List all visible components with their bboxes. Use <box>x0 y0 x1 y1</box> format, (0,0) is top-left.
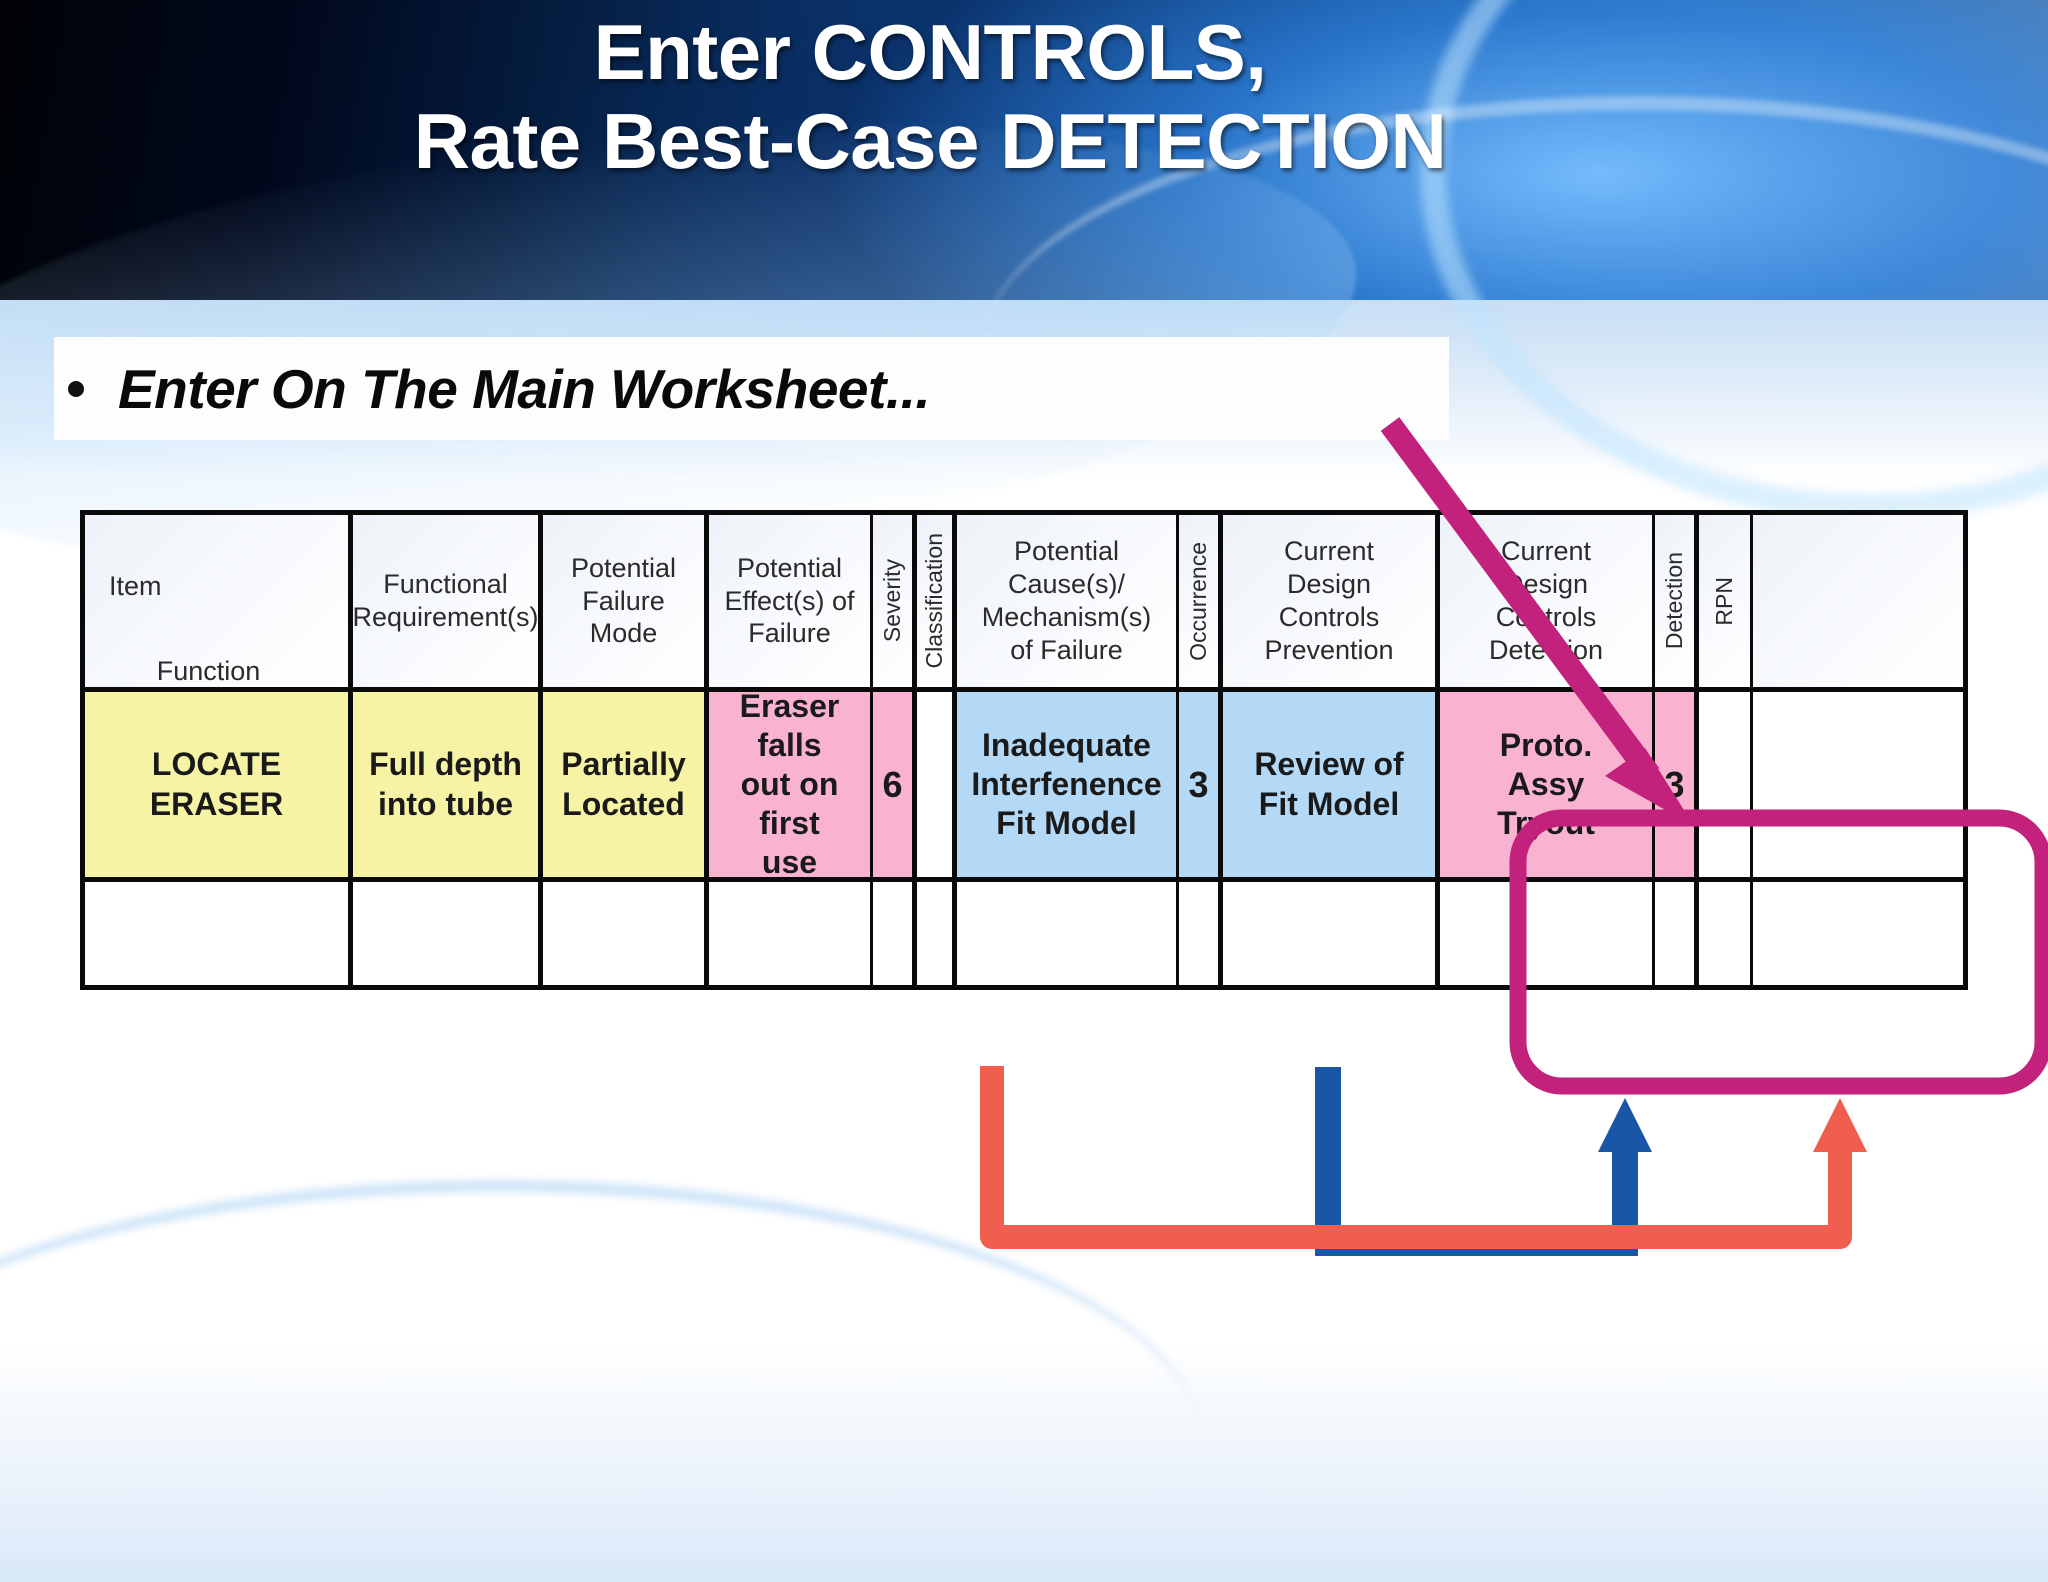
header-current-design-controls-prevention: Current Design Controls Prevention <box>1223 515 1440 687</box>
empty-cell-rpn <box>1699 882 1753 985</box>
cell-controls-prevention: Review of Fit Model <box>1223 692 1440 877</box>
header-functional-requirements: Functional Requirement(s) <box>353 515 543 687</box>
background-swoosh-lower <box>0 1180 1200 1582</box>
header-item-label: Item <box>109 570 162 601</box>
bullet-dot-icon <box>68 380 84 397</box>
cell-potential-cause: Inadequate Interfenence Fit Model <box>957 692 1179 877</box>
empty-cell-fail <box>543 882 709 985</box>
header-occurrence: Occurrence <box>1179 515 1223 687</box>
empty-cell-severity <box>873 882 917 985</box>
cell-item-function: LOCATE ERASER <box>85 692 353 877</box>
header-classification-label: Classification <box>921 533 948 669</box>
header-current-design-controls-detection: Current Design Controls Detection <box>1440 515 1655 687</box>
bullet-text: Enter On The Main Worksheet... <box>118 357 931 420</box>
cell-occurrence: 3 <box>1179 692 1223 877</box>
cell-classification <box>917 692 957 877</box>
cell-trailing <box>1753 692 1963 877</box>
empty-cell-trailing <box>1753 882 1963 985</box>
table-header-row: Item Function Functional Requirement(s) … <box>85 515 1963 687</box>
empty-cell-detection <box>1440 882 1655 985</box>
header-rpn: RPN <box>1699 515 1753 687</box>
table-row: LOCATE ERASER Full depth into tube Parti… <box>85 687 1963 877</box>
empty-cell-effect <box>709 882 873 985</box>
empty-cell-class <box>917 882 957 985</box>
cell-potential-failure-mode: Partially Located <box>543 692 709 877</box>
header-trailing <box>1753 515 1963 687</box>
empty-cell-occurrence <box>1179 882 1223 985</box>
header-severity: Severity <box>873 515 917 687</box>
header-occurrence-label: Occurrence <box>1185 541 1212 661</box>
header-detection: Detection <box>1655 515 1699 687</box>
empty-cell-item <box>85 882 353 985</box>
cell-controls-detection: Proto. Assy Tryout <box>1440 692 1655 877</box>
table-empty-row <box>85 877 1963 985</box>
header-detection-label: Detection <box>1661 552 1688 650</box>
header-rpn-label: RPN <box>1711 576 1738 626</box>
blue-elbow-arrow <box>1315 1067 1652 1256</box>
empty-cell-prevention <box>1223 882 1440 985</box>
bullet-callout-box: Enter On The Main Worksheet... <box>54 337 1449 440</box>
header-potential-effects-of-failure: Potential Effect(s) of Failure <box>709 515 873 687</box>
header-classification: Classification <box>917 515 957 687</box>
slide-title: Enter CONTROLS, Rate Best-Case DETECTION <box>413 8 1447 185</box>
cell-rpn <box>1699 692 1753 877</box>
orange-elbow-arrow <box>980 1066 1867 1249</box>
empty-cell-func <box>353 882 543 985</box>
header-potential-failure-mode: Potential Failure Mode <box>543 515 709 687</box>
header-severity-label: Severity <box>879 559 906 643</box>
empty-cell-cause <box>957 882 1179 985</box>
cell-detection-rating: 3 <box>1655 692 1699 877</box>
cell-severity: 6 <box>873 692 917 877</box>
header-potential-causes: Potential Cause(s)/ Mechanism(s) of Fail… <box>957 515 1179 687</box>
header-item-function: Item Function <box>85 515 353 687</box>
header-function-label: Function <box>156 655 261 686</box>
empty-cell-detnum <box>1655 882 1699 985</box>
cell-potential-effect: Eraser falls out on first use <box>709 692 873 877</box>
cell-functional-requirement: Full depth into tube <box>353 692 543 877</box>
fmea-worksheet-table: Item Function Functional Requirement(s) … <box>80 510 1968 990</box>
